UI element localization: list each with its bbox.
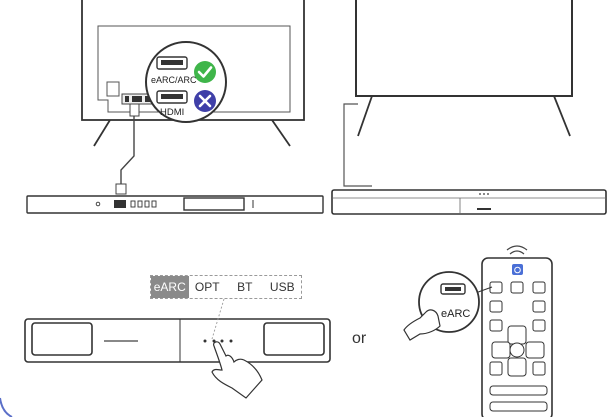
- source-earc: eARC: [151, 276, 189, 298]
- hdmi-port-callout: eARC/ARC HDMI: [145, 41, 227, 123]
- source-opt: OPT: [194, 280, 220, 294]
- remote-finger-icon: [403, 309, 441, 341]
- source-pointer-line: [211, 298, 225, 340]
- hdmi-port-label: HDMI: [160, 107, 184, 118]
- finger-press-icon: [211, 341, 263, 399]
- soundbar-rear: [26, 195, 324, 214]
- corner-accent: [0, 397, 13, 417]
- hdmi-cable-right: [343, 103, 372, 187]
- soundbar-front-closeup: [24, 318, 331, 363]
- or-separator: or: [352, 330, 367, 347]
- x-circle-icon: [194, 90, 216, 112]
- source-usb: USB: [269, 280, 295, 294]
- remote-earc-callout: eARC: [403, 271, 493, 341]
- source-selector-strip: eARC OPT BT USB: [150, 275, 302, 299]
- source-bt: BT: [237, 280, 253, 294]
- remote-earc-label: eARC: [441, 308, 470, 320]
- hdmi-cable-left: [115, 103, 140, 195]
- check-circle-icon: [194, 61, 216, 83]
- earc-arc-port-label: eARC/ARC: [151, 75, 197, 85]
- soundbar-front: [331, 189, 607, 215]
- tv-front: [355, 0, 573, 137]
- remote-control: [481, 245, 553, 417]
